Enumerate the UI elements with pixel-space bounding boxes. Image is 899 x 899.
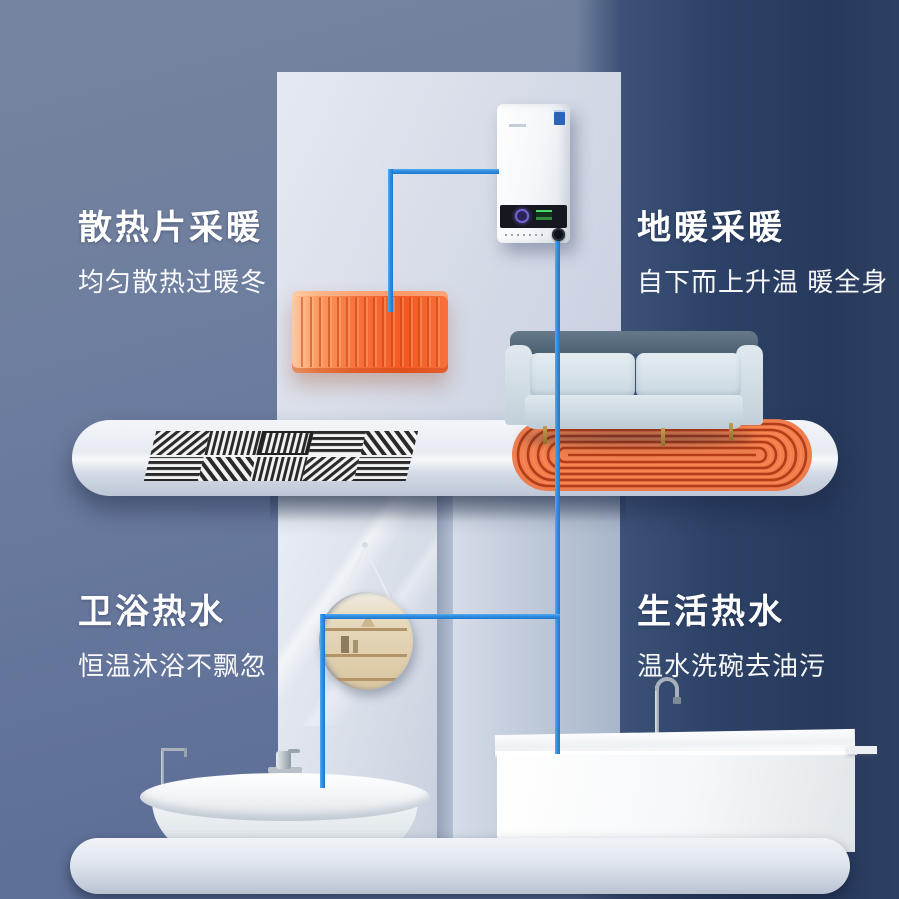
round-mirror xyxy=(318,540,414,696)
tub-faucet-base xyxy=(268,767,302,773)
sink-faucet-pipe xyxy=(655,686,659,740)
label-radiator-heating: 散热片采暖 均匀散热过暖冬 xyxy=(78,200,267,299)
section-title: 生活热水 xyxy=(637,593,785,631)
sofa-backrest xyxy=(510,331,758,354)
pipe-to-radiator-vertical xyxy=(388,169,393,312)
sink-front-face xyxy=(497,755,855,852)
section-subtitle: 均匀散热过暖冬 xyxy=(78,267,268,297)
boiler-control-panel xyxy=(500,205,567,228)
section-subtitle: 恒温沐浴不飘忽 xyxy=(78,651,268,681)
floor-faucet xyxy=(161,751,164,813)
sofa-cushion xyxy=(530,353,635,398)
sink-faucet-gooseneck xyxy=(655,677,679,691)
sofa xyxy=(505,331,763,446)
sofa-cushion xyxy=(636,353,741,398)
boiler-brand-mark xyxy=(509,124,526,127)
sofa-leg xyxy=(661,428,665,446)
bathtub-rim xyxy=(140,773,430,821)
boiler-buttons xyxy=(505,234,545,236)
sofa-leg xyxy=(543,426,547,444)
mirror-glass xyxy=(319,592,413,690)
pillar-seam xyxy=(437,496,453,848)
boiler-energy-label xyxy=(554,110,565,125)
pipe-main-vertical xyxy=(555,241,560,754)
boiler-digital-display xyxy=(536,210,552,220)
sink-side-ledge xyxy=(847,746,877,754)
sofa-leg xyxy=(729,423,733,441)
shelf-line xyxy=(325,654,407,657)
radiator xyxy=(292,291,448,373)
floor-heating-coil xyxy=(512,419,812,491)
section-subtitle: 自下而上升温 暖全身 xyxy=(637,267,889,297)
pipe-to-radiator-horizontal xyxy=(388,169,499,174)
section-title: 地暖采暖 xyxy=(637,209,785,247)
label-domestic-hot-water: 生活热水 温水洗碗去油污 xyxy=(637,584,826,683)
section-subtitle: 温水洗碗去油污 xyxy=(637,651,827,681)
label-bath-hot-water: 卫浴热水 恒温沐浴不飘忽 xyxy=(78,584,267,683)
shelf-line xyxy=(325,628,407,631)
tub-faucet xyxy=(276,751,291,769)
table-shadow xyxy=(270,496,626,522)
sofa-shadow xyxy=(519,431,755,445)
patterned-rug xyxy=(143,431,419,481)
decor-bottle xyxy=(353,640,358,653)
sofa-seat xyxy=(525,395,743,429)
mirror-hook xyxy=(362,542,368,548)
pipe-to-bathtub-horizontal xyxy=(320,614,560,619)
floor-faucet-tip xyxy=(184,748,187,757)
label-floor-heating: 地暖采暖 自下而上升温 暖全身 xyxy=(637,200,888,299)
floor-faucet-spout xyxy=(161,748,187,751)
boiler-dial-display xyxy=(515,209,529,223)
sink-front-lip xyxy=(495,751,857,755)
section-title: 散热片采暖 xyxy=(78,209,263,247)
shelf-line xyxy=(325,678,407,681)
wall-hung-boiler xyxy=(497,104,570,243)
boiler-knob xyxy=(552,228,565,241)
sink-faucet-aerator xyxy=(673,697,681,704)
pipe-to-bathtub-vertical xyxy=(320,614,325,788)
section-title: 卫浴热水 xyxy=(78,593,226,631)
decor-bottle xyxy=(341,636,349,653)
tub-faucet-spout xyxy=(288,749,300,753)
floor-platform xyxy=(70,838,850,894)
sink-faucet-tip xyxy=(675,688,679,698)
radiator-fins xyxy=(296,297,444,367)
